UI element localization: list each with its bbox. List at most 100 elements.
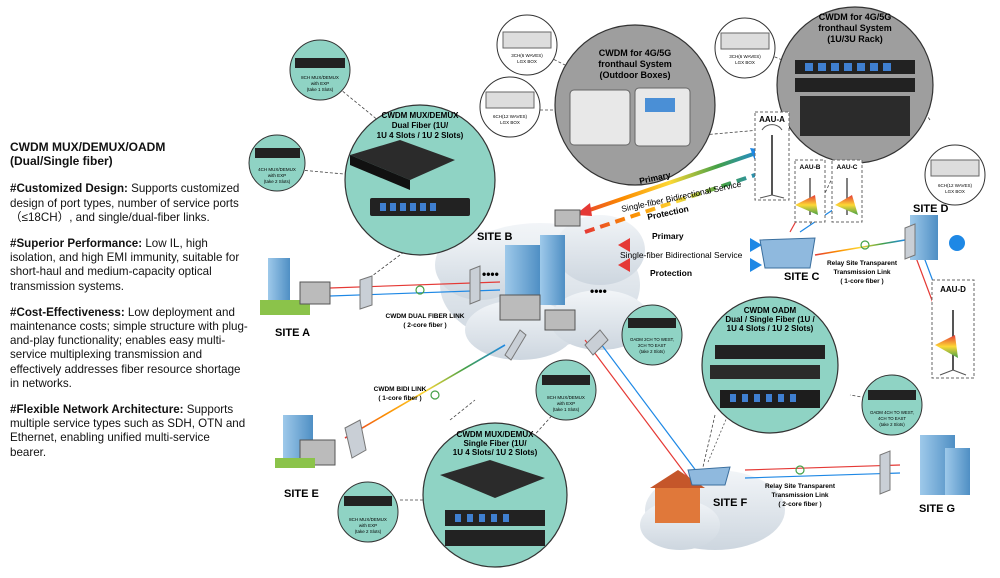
feature-architecture: #Flexible Network Architecture: Supports… (10, 403, 246, 459)
site-g-label: SITE G (919, 503, 955, 515)
feature-customized: #Customized Design: Supports customized … (10, 182, 240, 224)
module-4ch: 4CH MUX/DEMUX with EXP (take 2 Slots) (248, 134, 306, 192)
relay-cd-line2: Transmission Link (833, 269, 890, 276)
bubble-single-fiber: CWDM MUX/DEMUX Single Fiber (1U/ 1U 4 Sl… (422, 422, 568, 568)
svg-text:6CH(12 WAVES): 6CH(12 WAVES) (493, 114, 528, 119)
svg-text:with EXP: with EXP (268, 173, 286, 178)
site-f-label: SITE F (713, 497, 748, 509)
module-lgx-6ch-right: 6CH(12 WAVES) LGX BOX (924, 144, 986, 206)
protection-mid-label: Protection (650, 268, 692, 278)
svg-text:with EXP: with EXP (359, 523, 377, 528)
module-lgx-3ch: 3CH(6 WAVES) LGX BOX (496, 14, 558, 76)
aau-c: AAU-C (831, 159, 863, 223)
bubble-single-fiber-line3: 1U 4 Slots/ 1U 2 Slots) (453, 448, 538, 457)
panel-heading: CWDM MUX/DEMUX/OADM (Dual/Single fiber) (10, 140, 248, 168)
bubble-rack-line1: CWDM for 4G/5G (819, 12, 892, 22)
relay-fg-line2: Transmission Link (771, 492, 828, 499)
module-8ch-mid: 8CH MUX/DEMUX with EXP (take 1 Slots) (535, 359, 597, 421)
svg-text:••••: •••• (590, 284, 607, 298)
svg-text:LGX BOX: LGX BOX (500, 120, 520, 125)
bubble-oadm: CWDM OADM Dual / Single Fiber (1U / 1U 4… (701, 296, 839, 434)
site-g-building (920, 435, 970, 495)
bubble-dual-fiber-line2: Dual Fiber (1U/ (392, 121, 449, 130)
bubble-outdoor: CWDM for 4G/5G fronthaul System (Outdoor… (554, 24, 716, 186)
bubble-rack-line2: fronthaul System (818, 23, 892, 33)
bubble-dual-fiber-line3: 1U 4 Slots / 1U 2 Slots) (377, 131, 464, 140)
svg-text:3CH(6 WAVES): 3CH(6 WAVES) (511, 53, 543, 58)
feature-performance: #Superior Performance: Low IL, high isol… (10, 237, 240, 293)
site-c-label: SITE C (784, 271, 820, 283)
heading-line2: (Dual/Single fiber) (10, 154, 113, 169)
filter-plates (344, 223, 916, 495)
svg-text:4CH MUX/DEMUX: 4CH MUX/DEMUX (258, 167, 296, 172)
site-f-building (650, 466, 731, 523)
svg-text:LGX BOX: LGX BOX (945, 189, 965, 194)
aau-a: AAU-A (754, 111, 790, 201)
svg-text:••••: •••• (482, 267, 499, 281)
relay-fg-line3: ( 2-core fiber ) (778, 501, 821, 508)
aau-d: AAU-D (931, 279, 975, 379)
svg-text:4CH TO EAST: 4CH TO EAST (878, 416, 906, 421)
module-8ch-top: 8CH MUX/DEMUX with EXP (take 1 Slots) (289, 39, 351, 101)
relay-fg-line1: Relay Site Transparent (765, 483, 836, 490)
module-lgx-6ch-left: 6CH(12 WAVES) LGX BOX (479, 76, 541, 138)
svg-text:(take 2 Slots): (take 2 Slots) (879, 422, 905, 427)
feature-panel: CWDM MUX/DEMUX/OADM (Dual/Single fiber) … (10, 140, 248, 472)
svg-text:8CH MUX/DEMUX: 8CH MUX/DEMUX (547, 395, 585, 400)
feature-cost: #Cost-Effectiveness: Low deployment and … (10, 305, 248, 390)
site-e-label: SITE E (284, 488, 319, 500)
site-b-label: SITE B (477, 231, 513, 243)
site-labels: SITE A SITE B SITE C SITE D SITE E SITE … (275, 203, 955, 515)
bubble-single-fiber-line2: Single Fiber (1U/ (463, 439, 527, 448)
svg-text:(take 2 Slots): (take 2 Slots) (639, 349, 665, 354)
svg-text:LGX BOX: LGX BOX (735, 60, 755, 65)
aau-b-label: AAU-B (800, 164, 821, 171)
svg-text:6CH(12 WAVES): 6CH(12 WAVES) (938, 183, 973, 188)
relay-cd-line1: Relay Site Transparent (827, 260, 898, 267)
svg-text:OADM 2CH TO WEST,: OADM 2CH TO WEST, (630, 337, 674, 342)
module-lgx-3ch-right: 3CH(6 WAVES) LGX BOX (714, 17, 776, 79)
aau-c-label: AAU-C (837, 164, 858, 171)
bubble-outdoor-line3: (Outdoor Boxes) (600, 70, 671, 80)
bubble-single-fiber-line1: CWDM MUX/DEMUX (457, 430, 535, 439)
bubble-outdoor-line1: CWDM for 4G/5G (599, 48, 672, 58)
dual-fiber-link-label: CWDM DUAL FIBER LINK (386, 313, 465, 320)
bubble-oadm-line1: CWDM OADM (744, 306, 797, 315)
bubble-rack: CWDM for 4G/5G fronthaul System (1U/3U R… (776, 6, 934, 164)
site-e-building (275, 415, 336, 468)
svg-text:with EXP: with EXP (311, 81, 329, 86)
bubble-dual-fiber: CWDM MUX/DEMUX Dual Fiber (1U/ 1U 4 Slot… (344, 104, 496, 256)
relay-cd-line3: ( 1-core fiber ) (840, 278, 883, 285)
site-a-building (260, 258, 331, 315)
svg-text:OADM 4CH TO WEST,: OADM 4CH TO WEST, (870, 410, 914, 415)
bidir-mid-label: Single-fiber Bidirectional Service (620, 250, 743, 260)
site-b-building: •••• •••• (482, 209, 607, 331)
primary-link-mid (618, 238, 762, 272)
bubble-rack-line3: (1U/3U Rack) (827, 34, 883, 44)
aau-d-label: AAU-D (940, 285, 966, 294)
primary-mid-label: Primary (652, 231, 684, 241)
module-oadm-2ch: OADM 2CH TO WEST, 2CH TO EAST (take 2 Sl… (621, 304, 683, 366)
module-8ch-bottom: 8CH MUX/DEMUX with EXP (take 2 Slots) (337, 481, 399, 543)
aau-b: AAU-B (794, 159, 826, 223)
bidi-link-label: CWDM BIDI LINK (374, 386, 427, 393)
svg-text:(take 2 Slots): (take 2 Slots) (264, 179, 291, 184)
site-d-building (910, 215, 965, 260)
svg-text:with EXP: with EXP (557, 401, 575, 406)
bidi-core-label: ( 1-core fiber ) (378, 395, 421, 402)
svg-text:(take 1 Slots): (take 1 Slots) (553, 407, 580, 412)
svg-text:LGX BOX: LGX BOX (517, 59, 537, 64)
svg-text:8CH MUX/DEMUX: 8CH MUX/DEMUX (349, 517, 387, 522)
svg-text:(take 1 Slots): (take 1 Slots) (307, 87, 334, 92)
site-a-label: SITE A (275, 327, 310, 339)
bubble-oadm-line3: 1U 4 Slots / 1U 2 Slots) (727, 324, 814, 333)
site-c-device (759, 237, 816, 269)
svg-text:3CH(6 WAVES): 3CH(6 WAVES) (729, 54, 761, 59)
bubble-oadm-line2: Dual / Single Fiber (1U / (725, 315, 815, 324)
svg-text:2CH TO EAST: 2CH TO EAST (638, 343, 666, 348)
aau-a-label: AAU-A (759, 115, 785, 124)
module-oadm-4ch: OADM 4CH TO WEST, 4CH TO EAST (take 2 Sl… (861, 374, 923, 436)
heading-line1: CWDM MUX/DEMUX/OADM (10, 140, 166, 154)
dual-fiber-core-label: ( 2-core fiber ) (403, 322, 446, 329)
